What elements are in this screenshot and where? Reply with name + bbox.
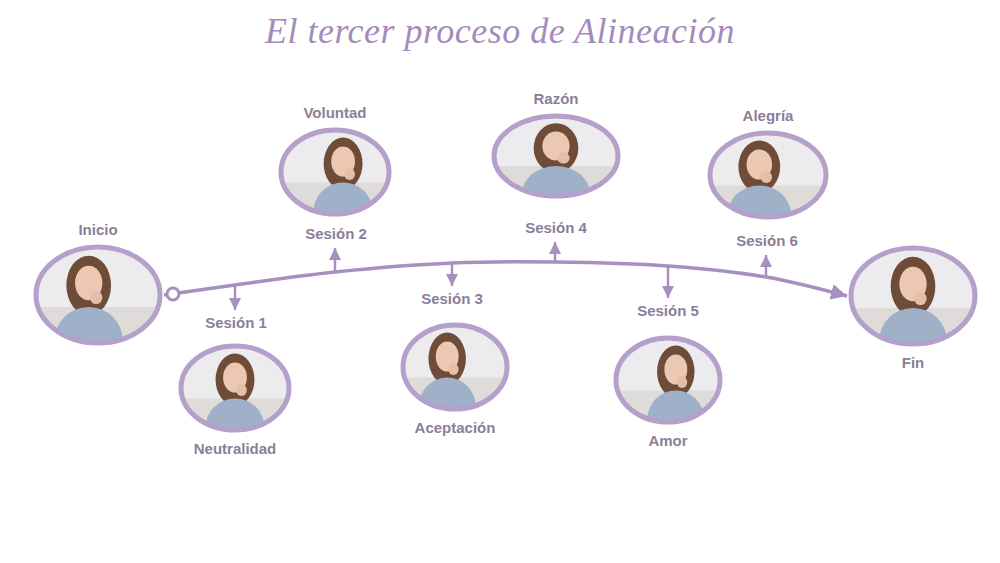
portrait <box>177 342 293 434</box>
photo-frame <box>32 243 164 347</box>
timeline-arrow <box>164 262 847 296</box>
photo-ellipse <box>706 129 830 221</box>
session-label: Sesión 3 <box>421 290 483 308</box>
photo-node: Razón <box>490 90 622 200</box>
diagram-title: El tercer proceso de Alineación <box>0 10 1000 52</box>
session-arrow <box>667 266 670 298</box>
stage-label: Voluntad <box>303 104 366 122</box>
stage-label: Neutralidad <box>194 440 277 458</box>
hair <box>738 141 780 193</box>
session-label: Sesión 6 <box>736 232 798 250</box>
portrait <box>32 243 164 347</box>
photo-frame <box>847 244 979 348</box>
hand <box>914 292 926 305</box>
hand <box>90 291 102 304</box>
hand <box>344 168 355 180</box>
photo-ellipse <box>399 321 511 413</box>
photo-ring <box>281 130 389 214</box>
photo-node: Voluntad <box>277 104 393 218</box>
hand <box>557 152 569 163</box>
portrait <box>490 112 622 200</box>
stage-label: Alegría <box>743 107 794 125</box>
photo-frame <box>177 342 293 434</box>
photo-node: Fin <box>847 244 979 372</box>
photo-node: Inicio <box>32 221 164 347</box>
hair <box>324 138 363 190</box>
photo-ring <box>494 116 618 196</box>
photo-ellipse <box>277 126 393 218</box>
stage-label: Fin <box>902 354 925 372</box>
hand <box>760 171 772 183</box>
photo-frame <box>612 334 724 426</box>
photo-ring <box>403 325 507 409</box>
photo-ring <box>616 338 720 422</box>
stage-label: Amor <box>648 432 687 450</box>
portrait <box>277 126 393 218</box>
portrait <box>612 334 724 426</box>
photo-frame <box>399 321 511 413</box>
photo-ellipse <box>612 334 724 426</box>
session-label: Sesión 4 <box>525 219 587 237</box>
portrait <box>399 321 511 413</box>
hair <box>216 354 255 406</box>
photo-node: Amor <box>612 334 724 450</box>
photo-ring <box>181 346 289 430</box>
stage-label: Razón <box>534 90 579 108</box>
photo-node: Aceptación <box>399 321 511 437</box>
photo-ring <box>710 133 826 217</box>
portrait <box>706 129 830 221</box>
hair <box>534 123 579 173</box>
hand <box>236 384 247 396</box>
timeline-start <box>167 288 179 300</box>
portrait <box>847 244 979 348</box>
stage-label: Aceptación <box>415 419 496 437</box>
session-label: Sesión 2 <box>305 225 367 243</box>
photo-frame <box>490 112 622 200</box>
hair <box>891 257 936 317</box>
photo-frame <box>277 126 393 218</box>
photo-ring <box>36 247 160 343</box>
hair <box>66 256 111 316</box>
session-arrow <box>234 285 237 310</box>
photo-ring <box>851 248 975 344</box>
photo-node: Neutralidad <box>177 342 293 458</box>
hair <box>428 333 465 385</box>
photo-frame <box>706 129 830 221</box>
photo-ellipse <box>847 244 979 348</box>
session-arrow <box>765 255 768 277</box>
photo-node: Alegría <box>706 107 830 221</box>
hand <box>448 363 458 375</box>
hand <box>677 376 687 388</box>
session-label: Sesión 5 <box>637 302 699 320</box>
stage-label: Inicio <box>78 221 117 239</box>
session-label: Sesión 1 <box>205 314 267 332</box>
hair <box>657 346 694 398</box>
session-arrow <box>451 263 454 286</box>
photo-ellipse <box>177 342 293 434</box>
photo-ellipse <box>32 243 164 347</box>
photo-ellipse <box>490 112 622 200</box>
session-arrow <box>554 242 557 262</box>
session-arrow <box>334 248 337 272</box>
